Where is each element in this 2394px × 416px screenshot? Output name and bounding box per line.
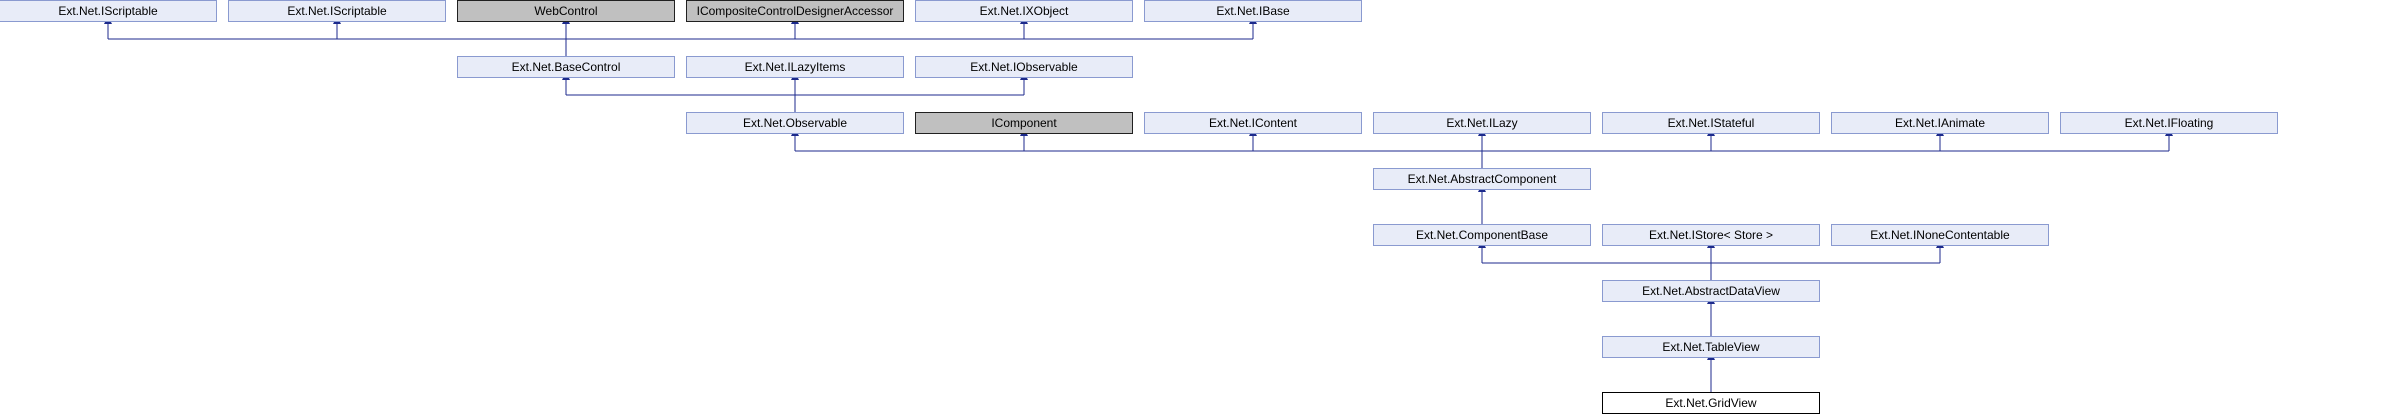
class-node-box bbox=[1831, 112, 2049, 134]
class-node-label: Ext.Net.ILazy bbox=[1446, 116, 1517, 130]
class-node-label: WebControl bbox=[534, 4, 597, 18]
class-node-istore[interactable]: Ext.Net.IStore< Store > bbox=[1602, 224, 1820, 246]
class-node-box bbox=[457, 56, 675, 78]
class-node-box bbox=[915, 112, 1133, 134]
class-node-box bbox=[915, 56, 1133, 78]
class-node-webcontrol: WebControl bbox=[457, 0, 675, 22]
class-node-box bbox=[2060, 112, 2278, 134]
inheritance-edge-abstractdataview bbox=[1478, 240, 1944, 280]
class-node-box bbox=[915, 0, 1133, 22]
inheritance-edge-basecontrol bbox=[104, 16, 1257, 56]
class-node-ianimate[interactable]: Ext.Net.IAnimate bbox=[1831, 112, 2049, 134]
class-node-icomponent: IComponent bbox=[915, 112, 1133, 134]
class-node-ibase[interactable]: Ext.Net.IBase bbox=[1144, 0, 1362, 22]
class-node-componentbase[interactable]: Ext.Net.ComponentBase bbox=[1373, 224, 1591, 246]
class-node-box bbox=[1831, 224, 2049, 246]
class-node-box bbox=[1602, 224, 1820, 246]
class-node-label: Ext.Net.AbstractDataView bbox=[1642, 284, 1780, 298]
class-node-label: Ext.Net.IObservable bbox=[970, 60, 1078, 74]
class-node-box bbox=[1373, 112, 1591, 134]
class-node-label: Ext.Net.IStateful bbox=[1668, 116, 1755, 130]
class-node-label: Ext.Net.IStore< Store > bbox=[1649, 228, 1773, 242]
class-node-ilazy[interactable]: Ext.Net.ILazy bbox=[1373, 112, 1591, 134]
nodes-layer: Ext.Net.IScriptable Ext.Net.IScriptable We… bbox=[0, 0, 2278, 414]
class-node-label: IComponent bbox=[991, 116, 1057, 130]
class-node-iscriptable-1[interactable]: Ext.Net.IScriptable bbox=[0, 0, 217, 22]
class-node-box bbox=[686, 112, 904, 134]
class-node-label: Ext.Net.Observable bbox=[743, 116, 847, 130]
class-node-icontent[interactable]: Ext.Net.IContent bbox=[1144, 112, 1362, 134]
class-node-ifloating[interactable]: Ext.Net.IFloating bbox=[2060, 112, 2278, 134]
class-node-label: Ext.Net.IBase bbox=[1216, 4, 1290, 18]
class-node-iobservable[interactable]: Ext.Net.IObservable bbox=[915, 56, 1133, 78]
class-node-box bbox=[1373, 168, 1591, 190]
class-node-box bbox=[1144, 0, 1362, 22]
class-node-label: Ext.Net.IScriptable bbox=[58, 4, 158, 18]
class-node-istateful[interactable]: Ext.Net.IStateful bbox=[1602, 112, 1820, 134]
class-node-label: Ext.Net.GridView bbox=[1665, 396, 1756, 410]
class-node-label: Ext.Net.ILazyItems bbox=[745, 60, 846, 74]
class-node-label: Ext.Net.AbstractComponent bbox=[1408, 172, 1557, 186]
inheritance-edge-abstractcomponent bbox=[791, 128, 2173, 168]
class-node-box bbox=[1602, 336, 1820, 358]
class-node-inonecontentable[interactable]: Ext.Net.INoneContentable bbox=[1831, 224, 2049, 246]
class-node-label: Ext.Net.IContent bbox=[1209, 116, 1298, 130]
class-node-tableview[interactable]: Ext.Net.TableView bbox=[1602, 336, 1820, 358]
edges-layer bbox=[104, 16, 2173, 392]
class-node-box bbox=[686, 0, 904, 22]
class-node-box bbox=[1144, 112, 1362, 134]
class-node-abstractcomponent[interactable]: Ext.Net.AbstractComponent bbox=[1373, 168, 1591, 190]
class-node-box bbox=[1602, 112, 1820, 134]
class-node-box bbox=[1602, 392, 1820, 414]
class-node-label: Ext.Net.BaseControl bbox=[512, 60, 621, 74]
class-node-icompositecontroldesigneraccessor: ICompositeControlDesignerAccessor bbox=[686, 0, 904, 22]
class-node-label: Ext.Net.IAnimate bbox=[1895, 116, 1985, 130]
class-node-label: ICompositeControlDesignerAccessor bbox=[697, 4, 894, 18]
class-node-abstractdataview[interactable]: Ext.Net.AbstractDataView bbox=[1602, 280, 1820, 302]
class-node-label: Ext.Net.INoneContentable bbox=[1870, 228, 2010, 242]
class-node-label: Ext.Net.IXObject bbox=[980, 4, 1069, 18]
class-node-box bbox=[1602, 280, 1820, 302]
class-node-label: Ext.Net.IFloating bbox=[2125, 116, 2214, 130]
class-node-iscriptable-2[interactable]: Ext.Net.IScriptable bbox=[228, 0, 446, 22]
class-node-gridview: Ext.Net.GridView bbox=[1602, 392, 1820, 414]
inheritance-edge-observable bbox=[562, 72, 1028, 112]
class-node-ixobject[interactable]: Ext.Net.IXObject bbox=[915, 0, 1133, 22]
class-node-box bbox=[686, 56, 904, 78]
class-node-label: Ext.Net.TableView bbox=[1662, 340, 1759, 354]
class-node-box bbox=[228, 0, 446, 22]
class-node-label: Ext.Net.IScriptable bbox=[287, 4, 387, 18]
class-node-box bbox=[0, 0, 217, 22]
class-node-box bbox=[1373, 224, 1591, 246]
class-node-label: Ext.Net.ComponentBase bbox=[1416, 228, 1548, 242]
class-node-box bbox=[457, 0, 675, 22]
class-node-observable[interactable]: Ext.Net.Observable bbox=[686, 112, 904, 134]
class-node-basecontrol[interactable]: Ext.Net.BaseControl bbox=[457, 56, 675, 78]
class-node-ilazyitems[interactable]: Ext.Net.ILazyItems bbox=[686, 56, 904, 78]
